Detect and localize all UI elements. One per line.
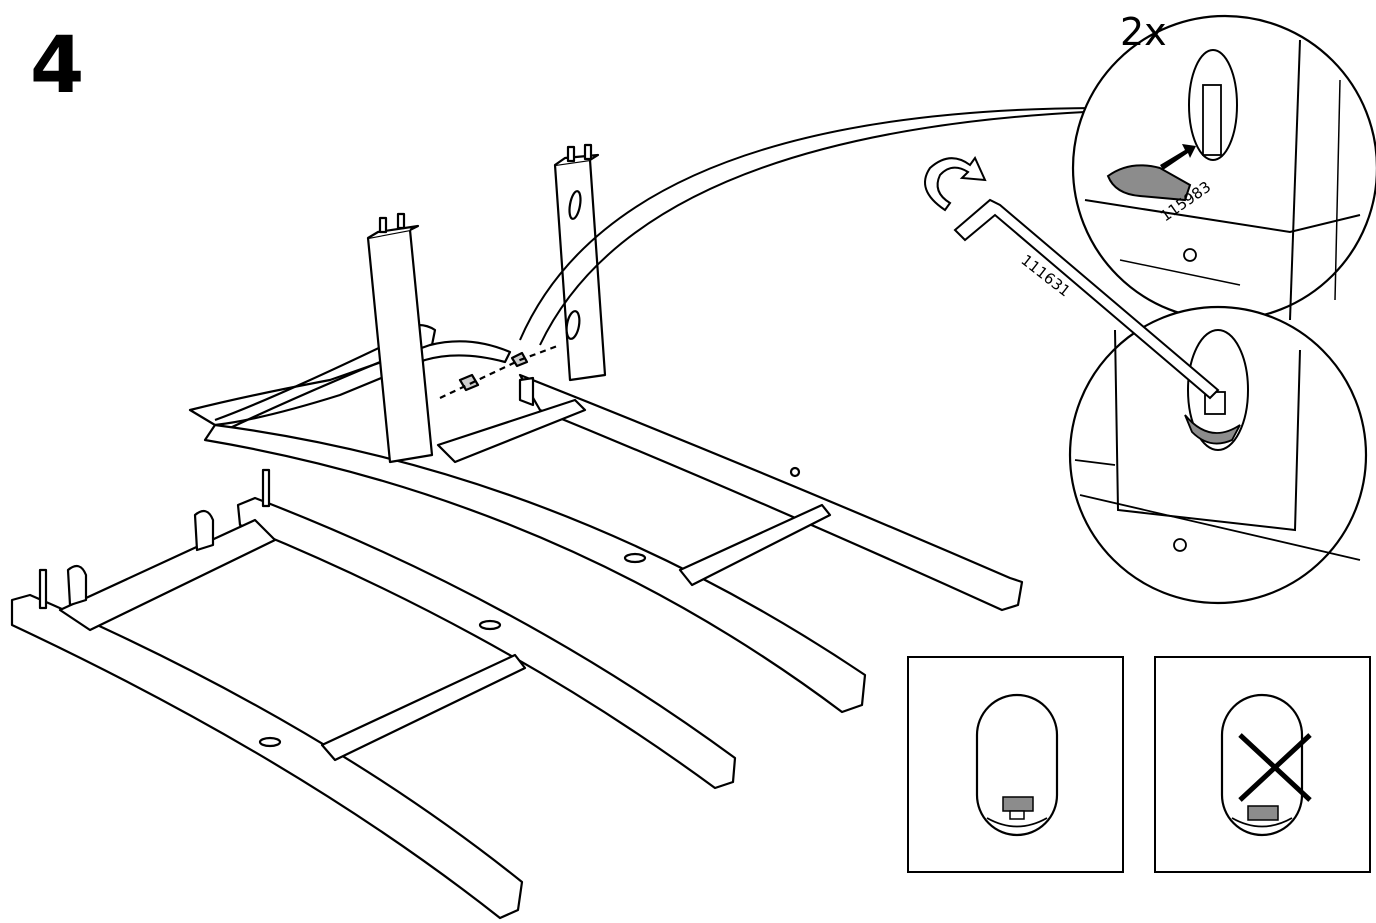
- connector-correct-position: [1002, 796, 1034, 812]
- detail-circle-insert: 115983: [1071, 14, 1376, 322]
- rear-rail-near: [203, 423, 867, 714]
- chair-frame-assembled: [188, 143, 1024, 714]
- leg-post-near: [366, 228, 434, 464]
- callout-arc: [519, 94, 1106, 341]
- slot-outline: [975, 693, 1059, 837]
- front-top-rail: [58, 518, 277, 632]
- front-stretcher: [320, 653, 527, 762]
- backrest: [188, 340, 512, 427]
- quantity-label: 2x: [1120, 10, 1167, 54]
- detail-circle-tighten: [1068, 305, 1368, 605]
- cross-icon: [1238, 733, 1312, 802]
- rear-rail-far: [518, 373, 1024, 612]
- front-rail-left: [10, 593, 524, 920]
- chair-frame-front: [10, 468, 737, 920]
- insert-arrow-icon: [1160, 144, 1196, 170]
- rotate-arrow-icon: [924, 156, 987, 212]
- connector-part-installed: [1184, 414, 1241, 445]
- panel-correct: [907, 656, 1124, 873]
- stretcher-upper: [436, 398, 587, 464]
- allen-key-icon: [953, 198, 1220, 400]
- panel-incorrect: [1154, 656, 1371, 873]
- stretcher-lower: [678, 503, 832, 587]
- connector-part: [1106, 164, 1192, 202]
- connector-wrong-position: [1247, 805, 1279, 821]
- step-number: 4: [30, 21, 84, 111]
- front-rail-right: [236, 496, 737, 790]
